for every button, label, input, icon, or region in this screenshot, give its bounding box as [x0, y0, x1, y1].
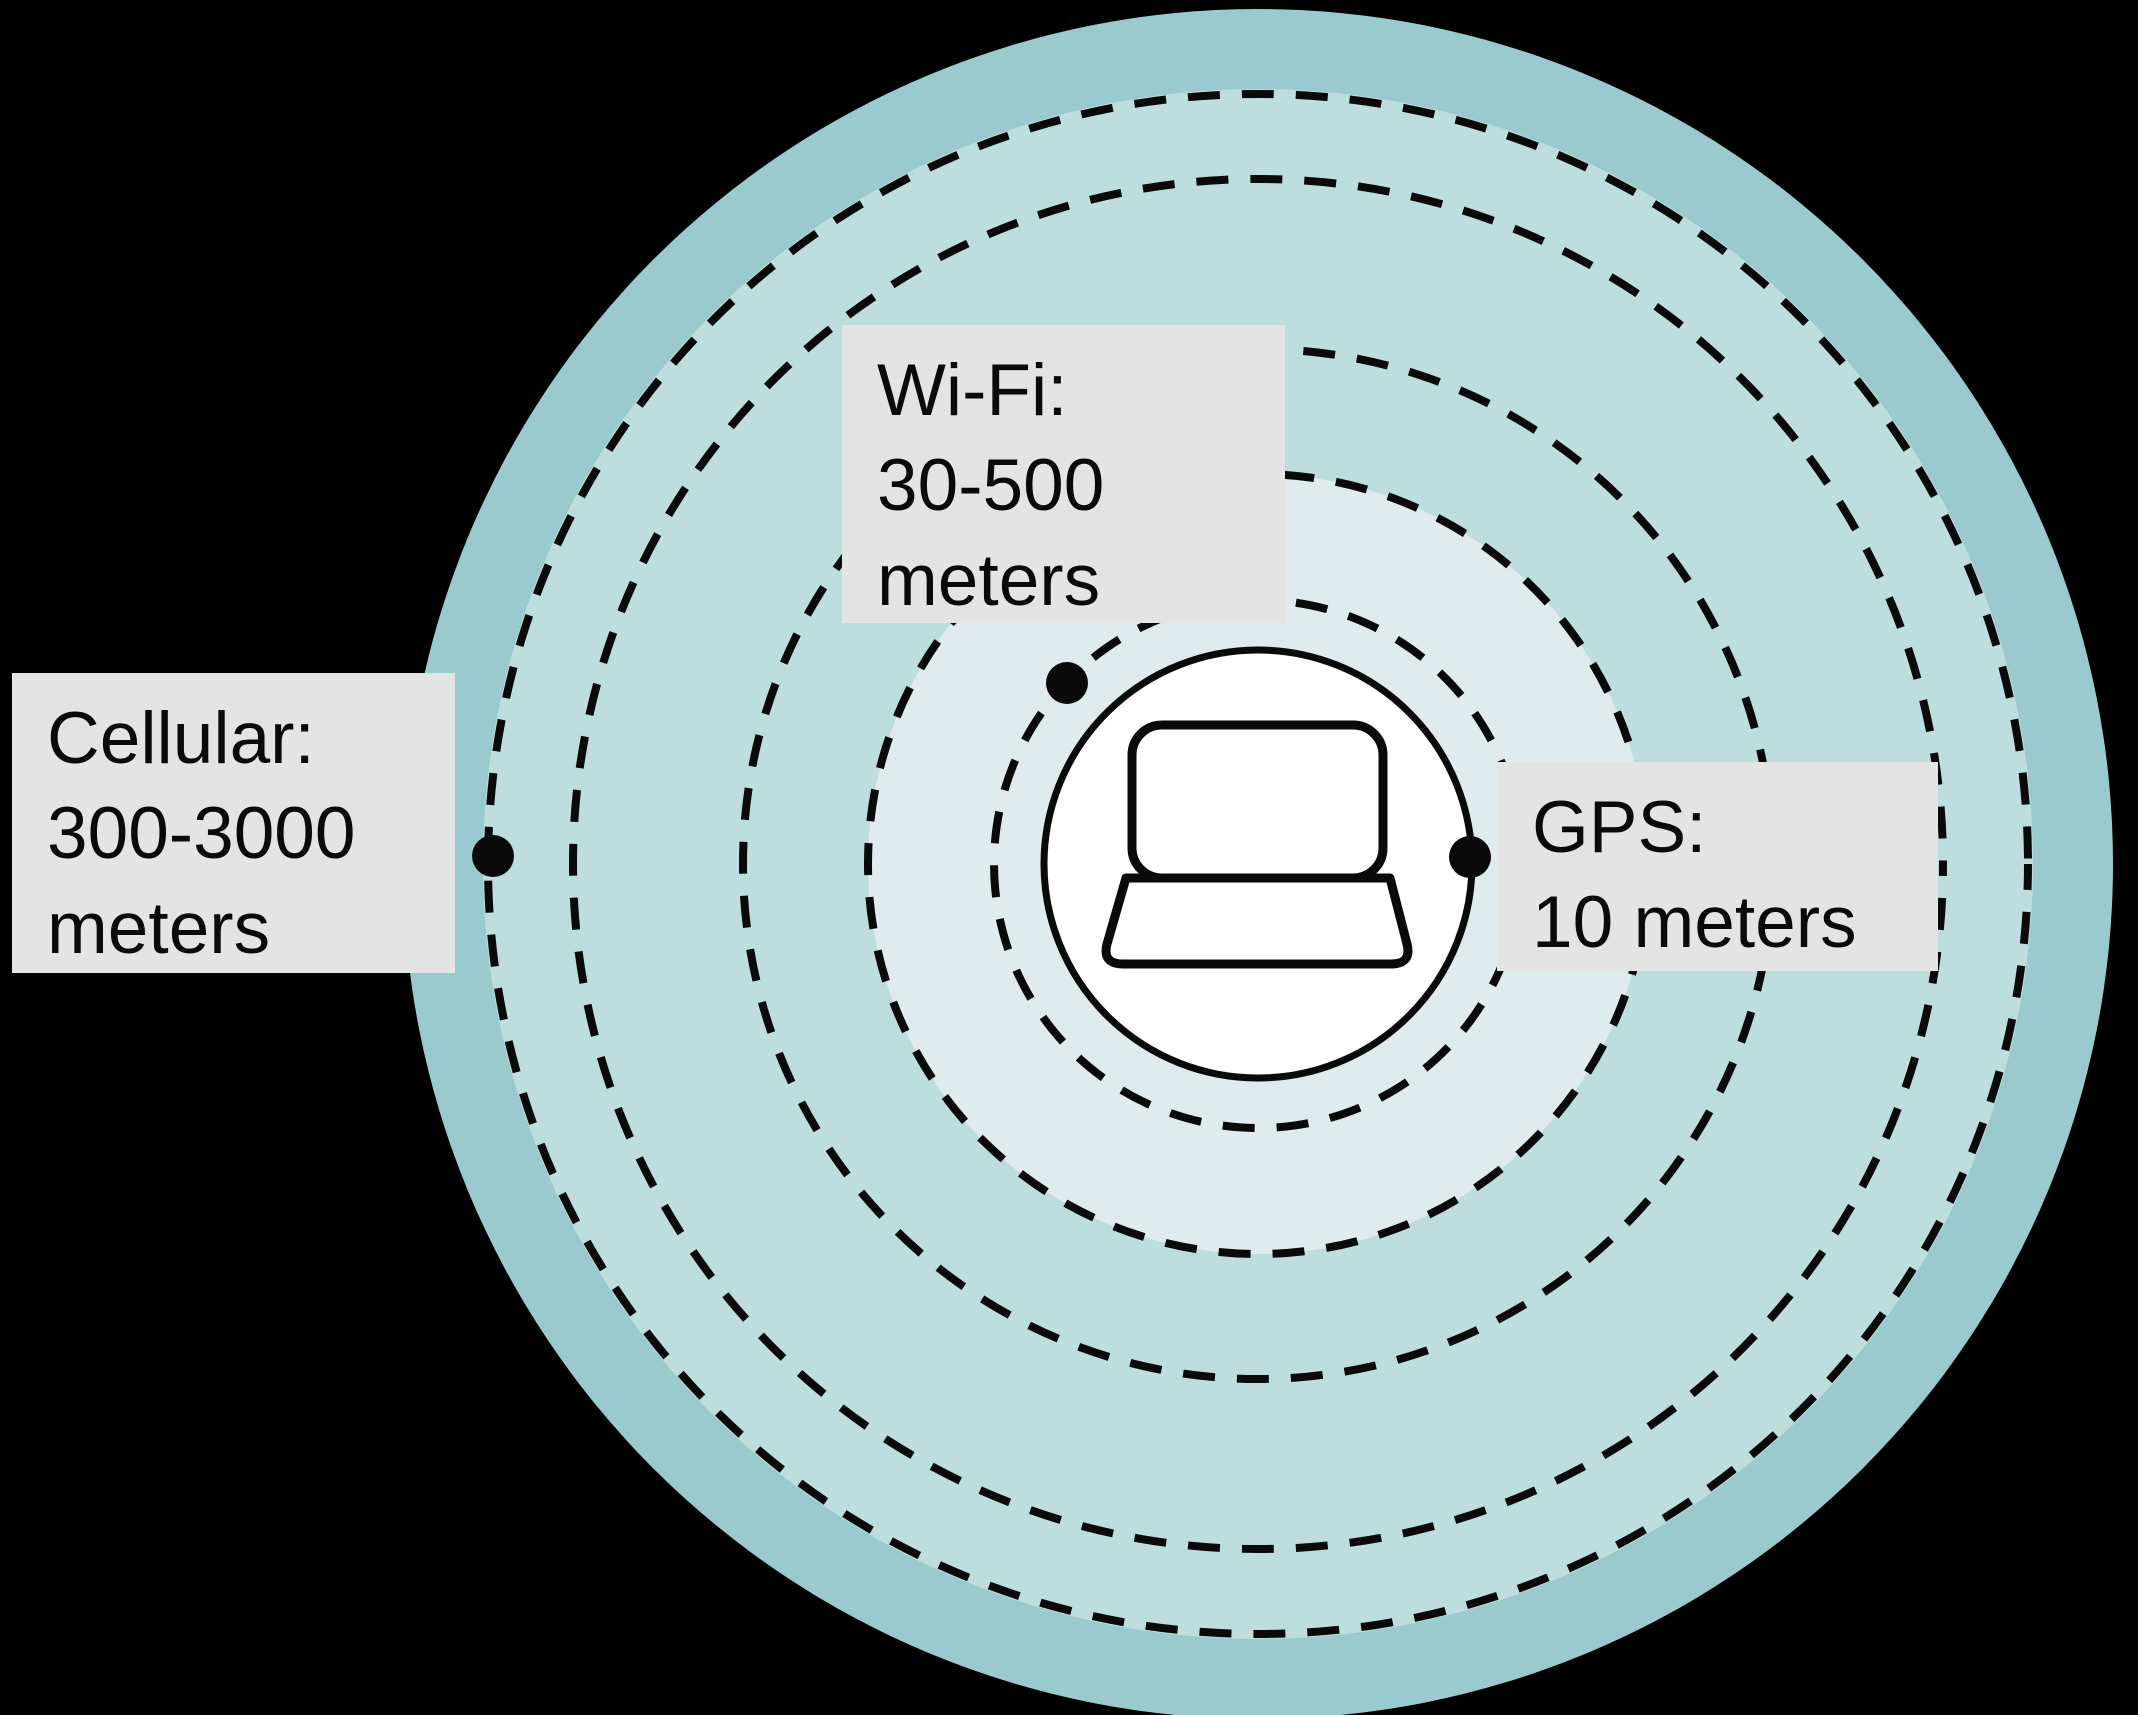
cellular-label-unit: meters — [47, 888, 271, 969]
gps-label-range: 10 meters — [1532, 882, 1857, 963]
dashed-ring-4 — [569, 175, 1947, 1553]
cellular-range-label: Cellular: 300-3000 meters — [12, 673, 455, 973]
wifi-dot — [1046, 662, 1088, 704]
laptop-screen — [1127, 720, 1388, 883]
wifi-label-unit: meters — [877, 540, 1101, 621]
cellular-label-title: Cellular: — [47, 698, 315, 779]
wifi-range-label: Wi-Fi: 30-500 meters — [842, 325, 1285, 623]
wifi-label-range: 30-500 — [877, 445, 1105, 526]
gps-label-title: GPS: — [1532, 787, 1707, 868]
gps-range-label: GPS: 10 meters — [1497, 762, 1938, 971]
laptop-base — [1101, 873, 1413, 969]
dashed-ring-cellular — [484, 90, 2032, 1638]
cellular-dot — [472, 835, 514, 877]
wifi-label-title: Wi-Fi: — [877, 350, 1068, 431]
cellular-label-range: 300-3000 — [47, 793, 356, 874]
gps-dot — [1449, 836, 1491, 878]
laptop-icon — [1101, 720, 1413, 969]
